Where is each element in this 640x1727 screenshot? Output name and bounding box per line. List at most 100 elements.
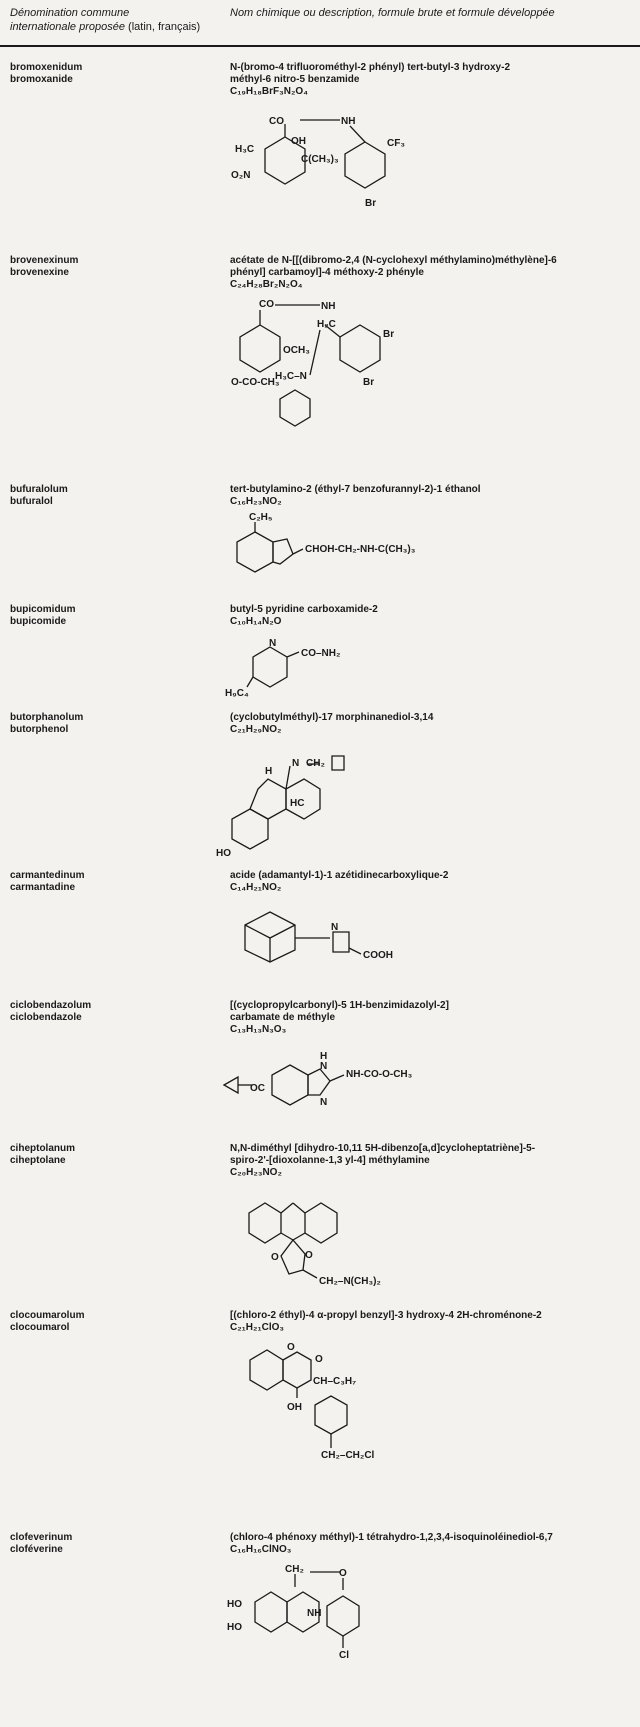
chemical-name-line: méthyl-6 nitro-5 benzamide [230, 74, 360, 85]
struct-label: CO [269, 116, 284, 127]
molecular-formula: C₁₃H₁₃N₃O₃ [230, 1024, 287, 1035]
column-header-denomination: Dénomination commune internationale prop… [10, 6, 210, 34]
latin-name: butorphanolum [10, 712, 84, 723]
structural-formula: C₂H₅ CHOH-CH₂-NH-C(CH₃)₃ [236, 512, 416, 573]
struct-label: O [315, 1354, 323, 1365]
struct-label: Br [363, 377, 374, 388]
struct-label: Br [383, 329, 394, 340]
molecular-formula: C₁₉H₁₈BrF₃N₂O₄ [230, 86, 308, 97]
chemical-name-line: acétate de N-[[(dibromo-2,4 (N-cyclohexy… [230, 255, 557, 266]
chemical-name-line: carbamate de méthyle [230, 1012, 336, 1023]
struct-label: H₃C–N [275, 371, 307, 382]
structural-formula: CO NH H₃C OH CF₃ O₂N C(CH₃)₃ Br [231, 116, 405, 209]
struct-label: COOH [363, 950, 393, 961]
chemical-name-line: N,N-diméthyl [dihydro-10,11 5H-dibenzo[a… [230, 1143, 536, 1154]
struct-label: CH₂–N(CH₃)₂ [319, 1276, 381, 1287]
struct-label: C₂H₅ [249, 512, 273, 523]
struct-label: H [320, 1051, 327, 1062]
struct-label: CH₂–CH₂Cl [321, 1450, 375, 1461]
chemical-name-line: butyl-5 pyridine carboxamide-2 [230, 604, 378, 615]
latin-name: bufuralolum [10, 484, 68, 495]
french-name: clocoumarol [10, 1322, 70, 1333]
molecular-formula: C₂₄H₂₈Br₂N₂O₄ [230, 279, 303, 290]
column-header-chemical-name: Nom chimique ou description, formule bru… [230, 7, 555, 19]
header-left-line2-plain: (latin, français) [128, 21, 201, 33]
struct-label: CF₃ [387, 138, 405, 149]
french-name: bupicomide [10, 616, 67, 627]
struct-label: CO [259, 299, 274, 310]
struct-label: NH-CO-O-CH₃ [346, 1069, 413, 1080]
chemical-name-line: tert-butylamino-2 (éthyl-7 benzofurannyl… [230, 484, 481, 495]
latin-name: brovenexinum [10, 255, 79, 266]
struct-label: OCH₃ [283, 345, 310, 356]
struct-label: O [339, 1568, 347, 1579]
latin-name: ciclobendazolum [10, 1000, 92, 1011]
chemical-name-line: [(chloro-2 éthyl)-4 α-propyl benzyl]-3 h… [230, 1310, 542, 1321]
chemical-name-line: [(cyclopropylcarbonyl)-5 1H-benzimidazol… [230, 1000, 449, 1011]
struct-label: N [331, 922, 338, 933]
french-name: brovenexine [10, 267, 69, 278]
french-name: butorphenol [10, 724, 69, 735]
molecular-formula: C₁₀H₁₄N₂O [230, 616, 282, 627]
struct-label: N [269, 638, 276, 649]
latin-name: clocoumarolum [10, 1310, 85, 1321]
struct-label: H₉C₄ [225, 688, 249, 699]
struct-label: HO [227, 1622, 242, 1633]
molecular-formula: C₁₆H₁₆ClNO₃ [230, 1544, 292, 1555]
struct-label: N [292, 758, 299, 769]
struct-label: HO [216, 848, 231, 859]
structural-formula: H N NH-CO-O-CH₃ N OC [222, 1051, 413, 1108]
french-name: cloféverine [10, 1544, 63, 1555]
structural-formula: O O CH₂–N(CH₃)₂ [248, 1202, 381, 1287]
molecular-formula: C₂₀H₂₃NO₂ [230, 1167, 282, 1178]
structural-formula: CO NH H₂C Br OCH₃ O-CO-CH₃ Br H₃C–N [231, 299, 394, 427]
latin-name: bromoxenidum [10, 62, 83, 73]
struct-label: CH–C₃H₇ [313, 1376, 356, 1387]
struct-label: O [271, 1252, 279, 1263]
struct-label: O [287, 1342, 295, 1353]
french-name: bufuralol [10, 496, 53, 507]
struct-label: O₂N [231, 170, 250, 181]
struct-label: Br [365, 198, 376, 209]
molecular-formula: C₁₆H₂₃NO₂ [230, 496, 282, 507]
struct-label: CHOH-CH₂-NH-C(CH₃)₃ [305, 544, 416, 555]
structural-formula: CH₂ O HO NH HO Cl [227, 1564, 360, 1661]
latin-name: bupicomidum [10, 604, 76, 615]
chemical-name-line: (chloro-4 phénoxy méthyl)-1 tétrahydro-1… [230, 1532, 553, 1543]
struct-label: NH [307, 1608, 321, 1619]
struct-label: HC [290, 798, 304, 809]
structural-formula: O O CH–C₃H₇ OH CH₂–CH₂Cl [249, 1342, 375, 1461]
struct-label: N [320, 1097, 327, 1108]
header-left-line1: Dénomination commune [10, 7, 130, 19]
struct-label: HO [227, 1599, 242, 1610]
header-left-line2-italic: internationale proposée [10, 21, 125, 33]
struct-label: H₂C [317, 319, 336, 330]
french-name: ciclobendazole [10, 1012, 82, 1023]
struct-label: N [320, 1061, 327, 1072]
molecular-formula: C₁₄H₂₁NO₂ [230, 882, 282, 893]
struct-label: OC [250, 1083, 265, 1094]
structural-formula: N CO–NH₂ H₉C₄ [225, 638, 340, 699]
struct-label: NH [321, 301, 335, 312]
chemical-name-line: N-(bromo-4 trifluorométhyl-2 phényl) ter… [230, 62, 511, 73]
chemical-name-line: acide (adamantyl-1)-1 azétidinecarboxyli… [230, 870, 449, 881]
struct-label: CH₂ [285, 1564, 304, 1575]
french-name: ciheptolane [10, 1155, 66, 1166]
chemical-name-line: spiro-2'-[dioxolanne-1,3 yl-4] méthylami… [230, 1155, 430, 1166]
struct-label: OH [291, 136, 306, 147]
struct-label: H₃C [235, 144, 254, 155]
french-name: carmantadine [10, 882, 76, 893]
struct-label: O [305, 1250, 313, 1261]
struct-label: C(CH₃)₃ [301, 154, 339, 165]
structural-formula: N COOH [244, 911, 393, 963]
struct-label: CH₂ [306, 758, 325, 769]
struct-label: NH [341, 116, 355, 127]
latin-name: ciheptolanum [10, 1143, 76, 1154]
latin-name: clofeverinum [10, 1532, 73, 1543]
header-rule [0, 45, 640, 47]
molecular-formula: C₂₁H₂₁ClO₃ [230, 1322, 285, 1333]
molecular-formula: C₂₁H₂₉NO₂ [230, 724, 282, 735]
struct-label: Cl [339, 1650, 349, 1661]
latin-name: carmantedinum [10, 870, 85, 881]
